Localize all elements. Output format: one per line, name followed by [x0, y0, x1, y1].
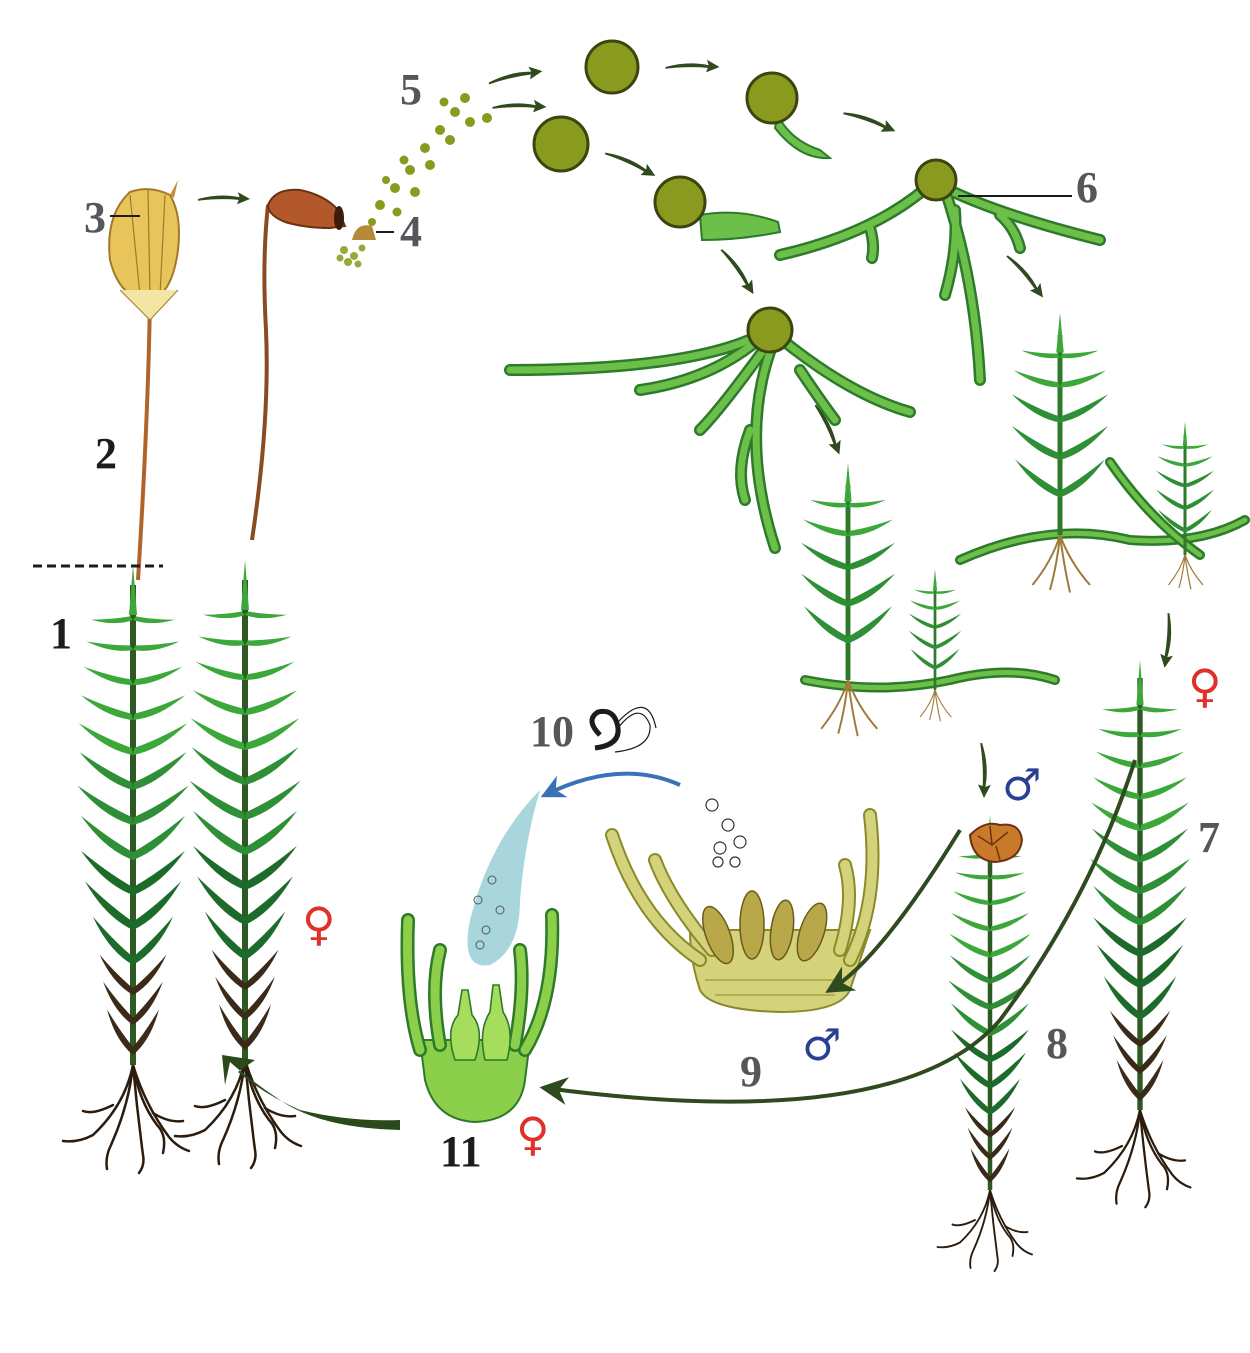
male-symbol-icon: ♂ — [802, 1020, 841, 1071]
arrow-icon — [1003, 250, 1049, 301]
open-capsule — [266, 188, 347, 230]
female-gametophyte — [1077, 660, 1190, 1207]
arrow-icon — [665, 59, 720, 73]
young-gametophytes-centre — [800, 463, 1060, 736]
protonema — [774, 174, 1106, 386]
label-8: 8 — [1046, 1019, 1068, 1068]
label-1: 1 — [50, 609, 72, 658]
label-9: 9 — [740, 1047, 762, 1096]
female-symbol-icon: ♀ — [302, 897, 336, 951]
capsule-with-calyptra — [108, 180, 180, 321]
male-gametophyte — [938, 815, 1033, 1271]
arrow-icon — [603, 145, 659, 181]
spores-cloud — [368, 93, 492, 226]
female-symbol-icon: ♀ — [516, 1107, 550, 1161]
label-6: 6 — [1076, 163, 1098, 212]
label-11: 11 — [440, 1127, 482, 1176]
young-gametophytes-right — [955, 313, 1250, 593]
seta — [136, 299, 152, 581]
gametophyte-with-open-capsule — [175, 188, 347, 1168]
operculum — [352, 225, 376, 240]
arrow-icon — [222, 1055, 400, 1130]
male-symbol-icon: ♂ — [1002, 760, 1041, 811]
arrow-icon — [492, 99, 547, 113]
arrow-icon — [487, 64, 544, 88]
germinating-spore — [745, 71, 833, 160]
arrow-icon — [825, 828, 962, 993]
germinating-spore — [653, 175, 782, 242]
label-2: 2 — [95, 429, 117, 478]
arrow-icon — [841, 105, 898, 137]
label-7: 7 — [1198, 813, 1220, 862]
antheridia-cluster — [605, 798, 880, 1014]
spore — [584, 39, 640, 95]
label-10: 10 — [530, 707, 574, 756]
seta — [250, 204, 270, 541]
released-sperm — [705, 798, 747, 868]
female-symbol-icon: ♀ — [1188, 659, 1222, 713]
water-drop — [467, 790, 540, 966]
sperm-cell-icon — [589, 706, 657, 753]
arrow-icon — [976, 742, 992, 799]
label-4: 4 — [400, 207, 422, 256]
archegonia-cluster — [400, 908, 560, 1124]
label-5: 5 — [400, 65, 422, 114]
label-3: 3 — [84, 193, 106, 242]
arrow-icon — [539, 759, 1137, 1105]
antheridial-head — [968, 822, 1024, 864]
arrow-icon — [717, 244, 760, 298]
spore — [532, 115, 590, 173]
sperm-swim-arrow — [540, 771, 681, 798]
arrow-icon — [198, 192, 250, 205]
spores-released — [336, 244, 366, 268]
arrow-icon — [1159, 612, 1177, 669]
gametophyte-with-sporophyte — [63, 180, 189, 1173]
